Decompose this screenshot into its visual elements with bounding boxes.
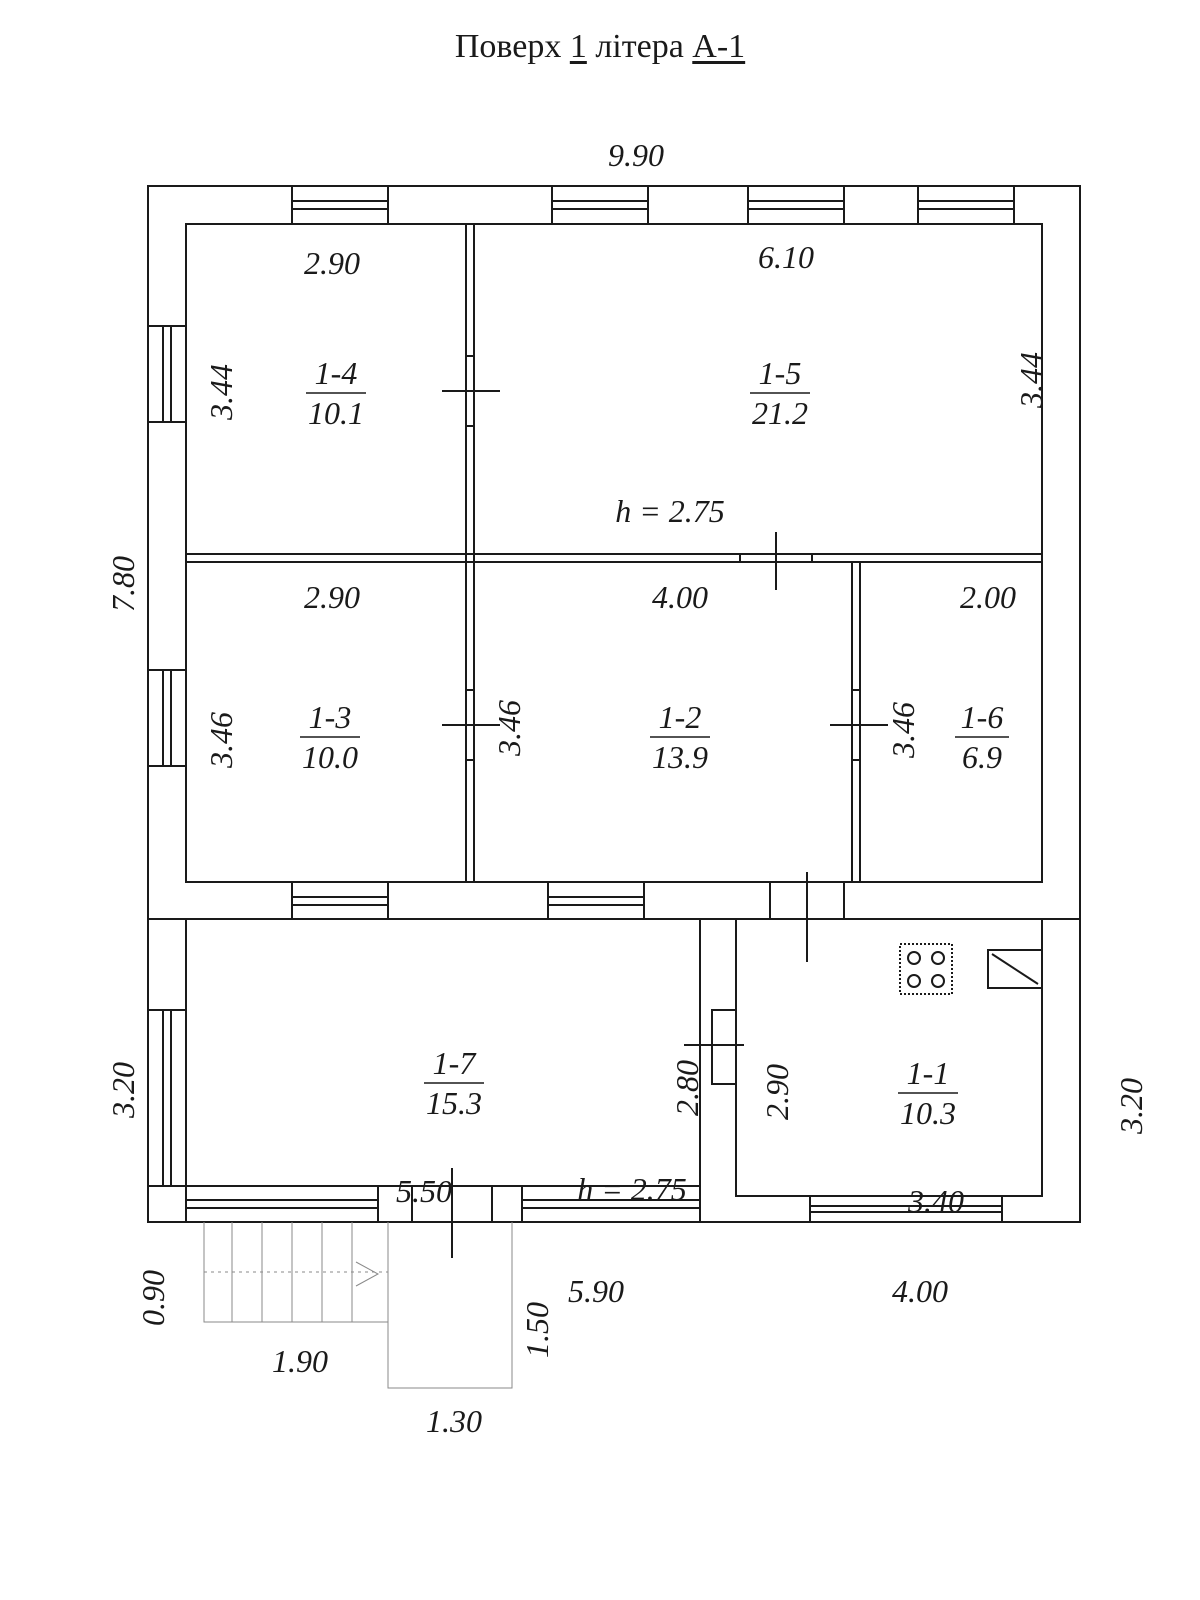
dim-r12-height: 3.46 [491,700,527,757]
ceiling-height-extension: h = 2.75 [577,1171,687,1207]
dim-porch-width: 1.30 [426,1403,482,1439]
room-1-5-id: 1-5 [759,355,802,391]
dim-r11-inner-width: 3.40 [907,1183,964,1219]
door-r15-r12 [739,532,813,590]
door-r12-r16 [830,689,888,761]
dim-r14-width: 2.90 [304,245,360,281]
door-r14-r15 [442,355,500,427]
room-1-1-id: 1-1 [907,1055,950,1091]
stove-icon [899,943,953,995]
dim-r13-height: 3.46 [203,712,239,769]
window-mid-1 [291,881,389,920]
window-left-3 [147,1009,187,1187]
door-r13-r12 [442,689,500,761]
dim-r15-width: 6.10 [758,239,814,275]
window-top-2 [551,185,649,225]
room-1-3-id: 1-3 [309,699,352,735]
window-bottom-3 [809,1195,1003,1223]
dim-r17-outer-width: 5.90 [568,1273,624,1309]
extension-right-inner [735,919,1043,1197]
room-1-1-area: 10.3 [900,1095,956,1131]
entrance-door [377,1168,523,1258]
room-1-6-area: 6.9 [962,739,1002,775]
dim-r15-height: 3.44 [1013,352,1049,409]
window-left-2 [147,669,187,767]
room-1-4-id: 1-4 [315,355,358,391]
window-left-1 [147,325,187,423]
door-r17-r11 [684,1009,744,1085]
dim-r16-width: 2.00 [960,579,1016,615]
ceiling-height-main: h = 2.75 [615,493,725,529]
room-1-7-id: 1-7 [433,1045,478,1081]
dim-porch-depth: 1.50 [519,1302,555,1358]
dim-r16-height: 3.46 [885,702,921,759]
main-outer-wall [147,185,1081,920]
window-top-1 [291,185,389,225]
room-1-2-area: 13.9 [652,739,708,775]
dim-r17-inner-width: 5.50 [396,1173,452,1209]
dim-r14-height: 3.44 [203,364,239,421]
room-1-3-area: 10.0 [302,739,358,775]
dim-r11-outer-width: 4.00 [892,1273,948,1309]
sink-icon [987,949,1043,989]
room-1-7-area: 15.3 [426,1085,482,1121]
dim-lower-left-height: 3.20 [105,1062,141,1119]
dim-stair-width: 0.90 [135,1270,171,1326]
dim-overall-height: 7.80 [105,556,141,612]
title-floor-number: 1 [569,28,587,65]
dim-r13-width: 2.90 [304,579,360,615]
title-letter: А-1 [692,28,746,65]
room-1-4-area: 10.1 [308,395,364,431]
porch-and-stairs [203,1222,513,1389]
window-bottom-1 [185,1185,379,1223]
dim-overall-width: 9.90 [608,137,664,173]
window-top-3 [747,185,845,225]
extension-right-outer [699,919,1081,1223]
dim-stair-length: 1.90 [272,1343,328,1379]
window-mid-2 [547,881,645,920]
dim-r11-height: 2.90 [759,1064,795,1120]
door-r12-r11 [769,872,845,962]
plan-title: Поверх 1 літера А-1 [0,28,1200,66]
dim-lower-right-height: 3.20 [1113,1078,1149,1135]
dim-r17-height: 2.80 [669,1060,705,1116]
title-middle: літера [595,28,684,65]
title-prefix: Поверх [454,28,562,65]
room-1-5-area: 21.2 [752,395,808,431]
room-1-6-id: 1-6 [961,699,1004,735]
room-1-2-id: 1-2 [659,699,702,735]
dim-r12-width: 4.00 [652,579,708,615]
window-top-4 [917,185,1015,225]
